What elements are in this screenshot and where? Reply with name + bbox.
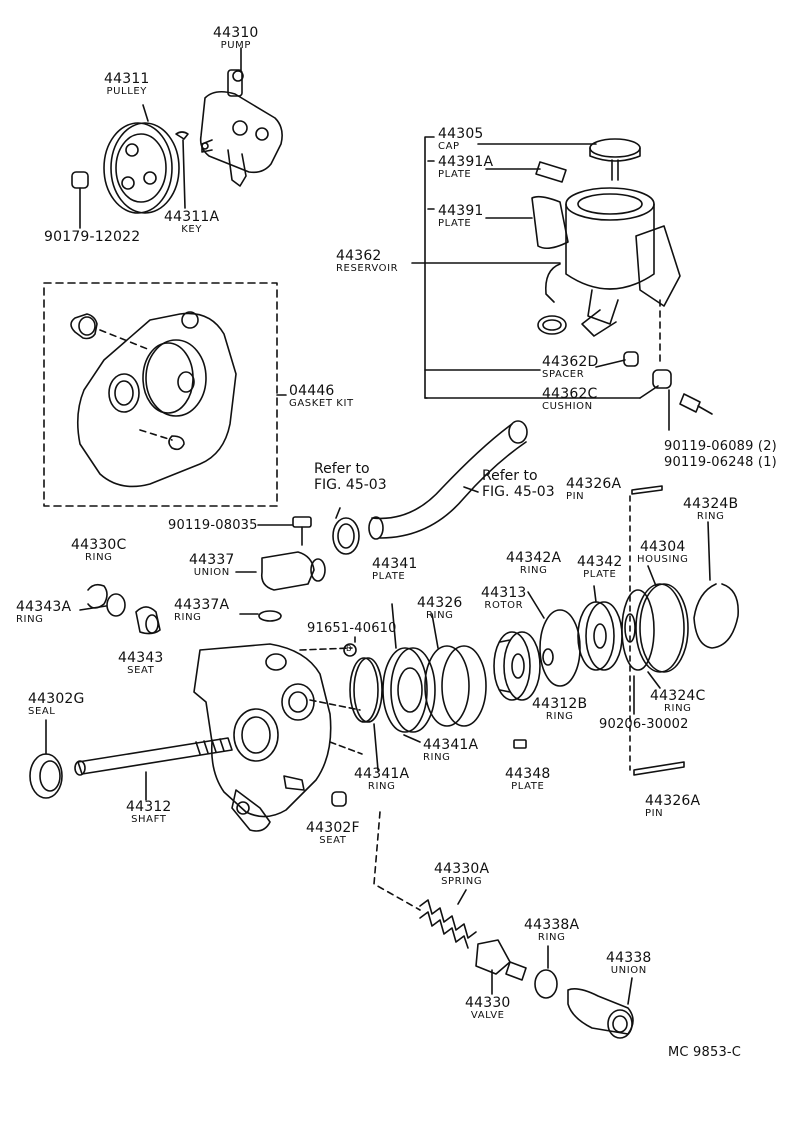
stack-leader-lines [373, 723, 421, 771]
hose-drawing [368, 420, 528, 540]
union-44338 [567, 977, 634, 1039]
label-44341A-a: 44341A RING [423, 737, 479, 763]
label-44342A: 44342A RING [506, 550, 562, 576]
label-44391A: 44391A PLATE [438, 154, 494, 180]
label-44326: 44326 RING [417, 595, 463, 621]
gasket-kit-parts [70, 311, 237, 488]
label-90119-06089: 90119-06089 (2) [664, 439, 777, 454]
label-44330: 44330 VALVE [465, 995, 511, 1021]
pin-44326A-top [629, 485, 663, 771]
label-44341: 44341 PLATE [372, 556, 418, 582]
label-44338: 44338 UNION [606, 950, 652, 976]
label-44324B: 44324B RING [683, 496, 739, 522]
label-91651-40610: 91651-40610 [307, 621, 397, 636]
label-44391: 44391 PLATE [438, 203, 484, 229]
gasket-kit-box [43, 282, 287, 507]
ring-44330C [87, 583, 108, 609]
cushion-44362C [652, 369, 672, 389]
valve-dash-line [373, 811, 421, 911]
ring-44343A [79, 593, 126, 617]
label-44362D: 44362D SPACER [542, 354, 599, 380]
rotor-44313 [493, 631, 541, 701]
plate-44391 [531, 195, 569, 250]
label-04446: 04446 GASKET KIT [289, 383, 354, 409]
ring-44326 [424, 613, 487, 727]
label-44362C: 44362C CUSHION [542, 386, 598, 412]
label-44338A: 44338A RING [524, 917, 580, 943]
ring-44341A-left [349, 657, 383, 723]
bolt-90119-06089 [668, 389, 713, 431]
label-44302F: 44302F SEAT [306, 820, 360, 846]
label-44348: 44348 PLATE [505, 766, 551, 792]
spring-44330A [419, 889, 477, 949]
key-44311A [175, 131, 189, 209]
label-44304: 44304 HOUSING [637, 539, 689, 565]
label-44337A: 44337A RING [174, 597, 230, 623]
ring-44324C [621, 589, 661, 689]
label-44311A: 44311A KEY [164, 209, 220, 235]
label-refer-fig-1: Refer to FIG. 45-03 [314, 461, 387, 493]
seat-44343 [135, 606, 161, 635]
label-44312: 44312 SHAFT [126, 799, 172, 825]
label-44343A: 44343A RING [16, 599, 72, 625]
label-44310: 44310 PUMP [213, 25, 259, 51]
label-44311: 44311 PULLEY [104, 71, 150, 97]
ring-44342A [527, 591, 581, 687]
label-90119-06248: 90119-06248 (1) [664, 455, 777, 470]
spacer-44362D [623, 351, 639, 367]
reservoir-bracket-lines [411, 136, 659, 399]
label-44330A: 44330A SPRING [434, 861, 490, 887]
pulley-drawing [103, 104, 180, 214]
marker-b-circle [343, 643, 357, 657]
label-44326A-top: 44326A PIN [566, 476, 622, 502]
label-90179-12022: 90179-12022 [44, 229, 141, 245]
pump-body-drawing [193, 643, 363, 832]
nut-90179 [71, 171, 89, 229]
label-44337: 44337 UNION [189, 552, 235, 578]
shaft-44312 [74, 737, 233, 801]
plate-44348 [513, 739, 527, 749]
label-44341A-b: 44341A RING [354, 766, 410, 792]
hose-clamp [332, 507, 360, 555]
plate-44342 [577, 585, 623, 671]
ring-90206-30002 [624, 613, 636, 715]
label-44326A-bottom: 44326A PIN [645, 793, 701, 819]
label-refer-fig-2: Refer to FIG. 45-03 [482, 468, 555, 500]
marker-b: B [346, 644, 352, 653]
ring-44338A [534, 945, 558, 999]
housing-44304 [635, 565, 689, 673]
label-44343: 44343 SEAT [118, 650, 164, 676]
label-44313: 44313 ROTOR [481, 585, 527, 611]
label-44312B: 44312B RING [532, 696, 588, 722]
valve-44330 [475, 939, 527, 995]
clamp-small [537, 315, 567, 335]
pump-drawing [199, 47, 283, 187]
label-44362: 44362 RESERVOIR [336, 248, 399, 274]
pin-44326A-bottom [633, 761, 685, 776]
drawing-code: MC 9853-C [668, 1045, 742, 1060]
label-44330C: 44330C RING [71, 537, 127, 563]
plate-44341 [382, 603, 436, 733]
ring-44312B [542, 648, 554, 666]
seat-44302F [331, 791, 347, 807]
label-90119-08035: 90119-08035 [168, 518, 258, 533]
label-44324C: 44324C RING [650, 688, 706, 714]
plate-44391A [535, 161, 567, 183]
label-90206-30002: 90206-30002 [599, 717, 689, 732]
seal-44302G [29, 719, 63, 799]
reservoir-drawing [544, 187, 681, 337]
union-44337 [235, 551, 326, 591]
label-44302G: 44302G SEAL [28, 691, 85, 717]
ring-44337A [239, 610, 282, 622]
ring-44324B [693, 521, 739, 649]
cap-drawing [589, 138, 641, 181]
label-44305: 44305 CAP [438, 126, 484, 152]
bolt-90119-08035 [257, 516, 312, 546]
label-44342: 44342 PLATE [577, 554, 623, 580]
